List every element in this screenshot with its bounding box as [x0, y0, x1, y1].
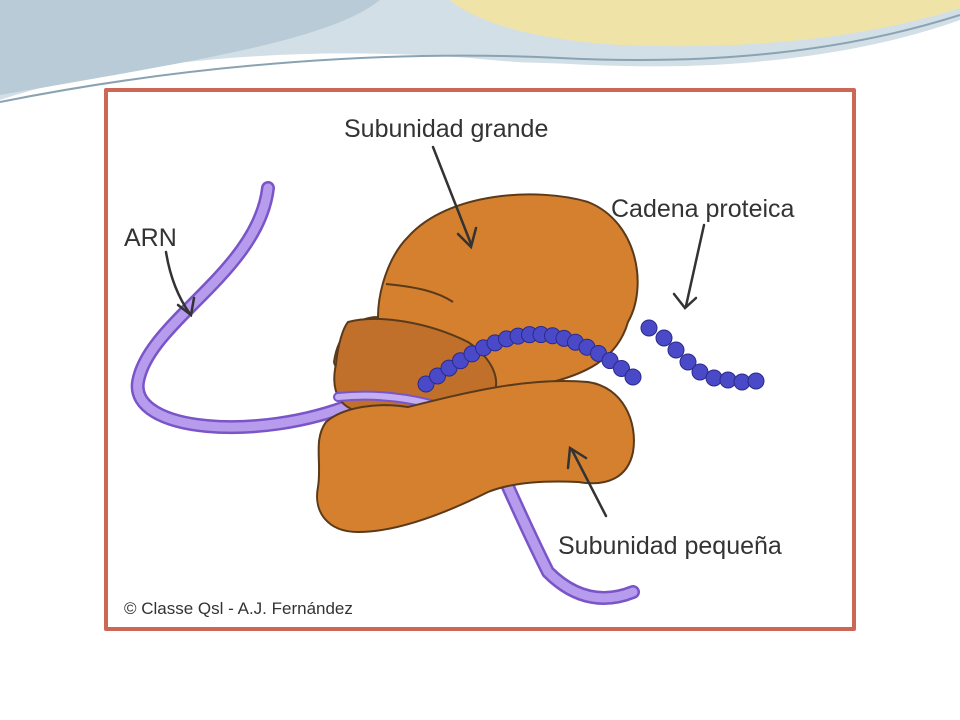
label-rna: ARN [124, 224, 177, 252]
protein-bead [613, 359, 630, 377]
protein-bead [705, 369, 723, 387]
credit-text: © Classe Qsl - A.J. Fernández [124, 599, 353, 618]
protein-bead [679, 353, 697, 371]
protein-bead [640, 319, 658, 337]
protein-bead [667, 341, 685, 359]
protein-bead [655, 329, 673, 347]
arrow-rna [164, 250, 192, 316]
protein-chain [417, 319, 765, 393]
label-protein-chain: Cadena proteica [611, 195, 795, 223]
arrow-large-subunit [431, 145, 473, 246]
small-subunit [316, 380, 635, 534]
ribosome-diagram: Subunidad grande Cadena proteica ARN Sub… [124, 115, 795, 618]
label-large-subunit: Subunidad grande [344, 115, 548, 143]
protein-bead [747, 372, 765, 390]
protein-bead [719, 371, 737, 389]
label-small-subunit: Subunidad pequeña [558, 532, 782, 560]
diagram-frame: Subunidad grande Cadena proteica ARN Sub… [104, 88, 856, 631]
protein-bead [624, 368, 642, 386]
arrow-small-subunit [570, 448, 608, 518]
top-decorative-swoosh [0, 0, 960, 110]
arrow-protein-chain [684, 223, 706, 308]
protein-bead [417, 375, 435, 393]
